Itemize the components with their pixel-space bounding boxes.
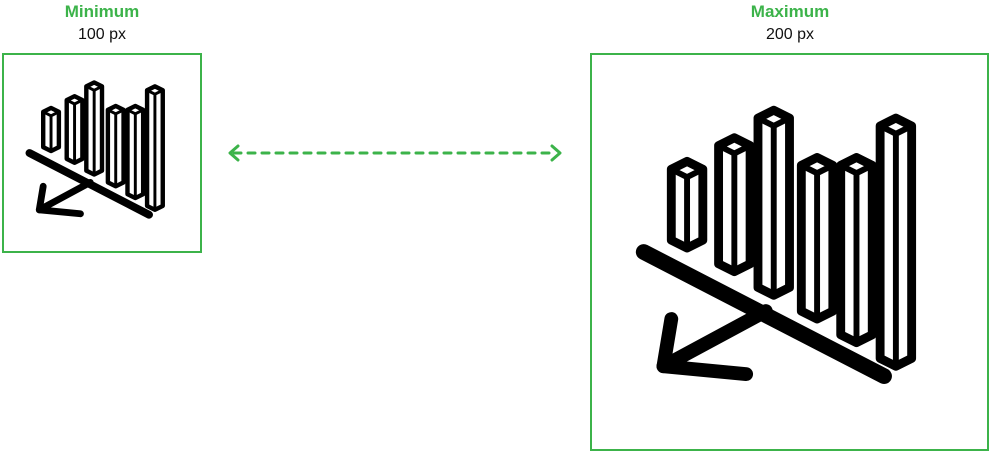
- minimum-size-value: 100 px: [77, 26, 127, 43]
- maximum-size-frame: [590, 53, 989, 451]
- bar-chart-trend-down-icon: [635, 105, 917, 384]
- maximum-size-value: 200 px: [765, 26, 815, 43]
- double-arrow-icon: [228, 144, 562, 162]
- bar-chart-trend-down-icon: [25, 80, 165, 219]
- minimum-title: Minimum: [64, 2, 140, 21]
- minimum-size-frame: [2, 53, 202, 253]
- maximum-title: Maximum: [750, 2, 830, 21]
